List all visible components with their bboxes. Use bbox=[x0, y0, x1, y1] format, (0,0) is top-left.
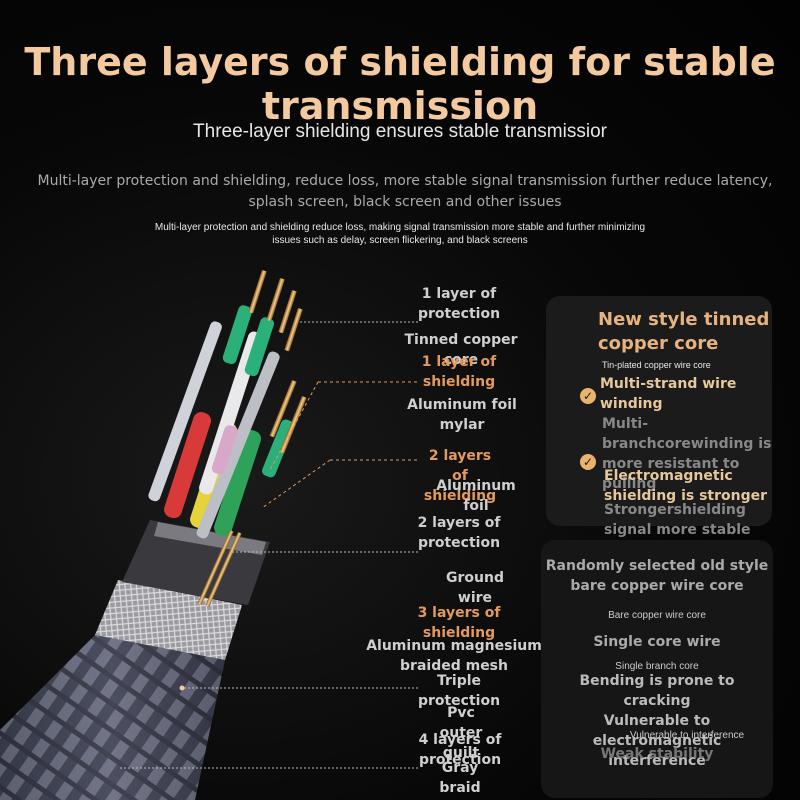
label-triple-protection: Triple protection bbox=[417, 673, 501, 709]
old-card-title: Randomly selected old style bare copper … bbox=[545, 558, 769, 594]
description-small: Multi-layer protection and shielding red… bbox=[154, 222, 646, 246]
copper-conductors bbox=[197, 270, 307, 607]
old-point-1-sub: Single branch core bbox=[615, 661, 699, 672]
label-gray-braid: Gray braid bbox=[439, 760, 481, 796]
aluminum-mesh-layer bbox=[95, 580, 242, 660]
check-icon: ✓ bbox=[580, 454, 596, 470]
label-aluminum-foil: Aluminum foil bbox=[436, 478, 516, 514]
label-pvc-outer-quilt: Pvc outer quilt bbox=[439, 705, 483, 761]
old-point-1: Single core wire bbox=[593, 634, 721, 650]
new-card-title: New style tinned copper core bbox=[598, 309, 770, 354]
gray-braid-jacket bbox=[0, 635, 225, 800]
old-point-4: Weak stability bbox=[600, 746, 714, 762]
cable-illustration bbox=[0, 270, 420, 800]
label-tinned-copper-core: Tinned copper core bbox=[404, 332, 518, 368]
label-1-layer-shielding: 1 layer of shielding bbox=[421, 354, 497, 390]
feature-1-sub: Multi-branchcorewinding is more resistan… bbox=[602, 416, 772, 492]
label-aluminum-foil-mylar: Aluminum foil mylar bbox=[407, 397, 517, 433]
feature-2-title: Electromagnetic shielding is stronger bbox=[604, 468, 768, 504]
page-title: Three layers of shielding for stable tra… bbox=[24, 40, 776, 128]
new-style-card: New style tinned copper core Tin-plated … bbox=[546, 296, 772, 538]
label-2-layers-protection: 2 layers of protection bbox=[417, 515, 501, 551]
label-ground-wire: Ground wire bbox=[446, 570, 504, 606]
label-al-mg-braided-mesh: Aluminum magnesium braided mesh bbox=[366, 638, 542, 674]
old-card-subtitle: Bare copper wire core bbox=[608, 610, 706, 621]
old-point-3: Vulnerable to electromagnetic interferen… bbox=[592, 713, 722, 769]
page-subtitle: Three-layer shielding ensures stable tra… bbox=[193, 121, 607, 142]
feature-2-sub: Strongershielding signal more stable bbox=[604, 502, 751, 538]
check-icon: ✓ bbox=[580, 388, 596, 404]
feature-1-title: Multi-strand wire winding bbox=[600, 376, 737, 412]
description: Multi-layer protection and shielding, re… bbox=[37, 173, 773, 210]
leader-lines bbox=[120, 321, 420, 769]
inner-wires bbox=[148, 305, 295, 539]
label-3-layers-shielding: 3 layers of shielding bbox=[417, 605, 501, 641]
old-point-3-sub: Vulnerable to interference bbox=[629, 730, 745, 741]
pvc-highlight bbox=[154, 522, 266, 555]
old-point-2: Bending is prone to cracking bbox=[579, 673, 735, 709]
label-2-layers-shielding: 2 layers of shielding bbox=[423, 448, 497, 504]
label-1-layer-protection: 1 layer of protection bbox=[417, 286, 501, 322]
new-card-subtitle: Tin-plated copper wire core bbox=[602, 360, 711, 370]
old-style-card: Randomly selected old style bare copper … bbox=[541, 540, 773, 798]
label-4-layers-protection: 4 layers of protection bbox=[418, 732, 502, 768]
